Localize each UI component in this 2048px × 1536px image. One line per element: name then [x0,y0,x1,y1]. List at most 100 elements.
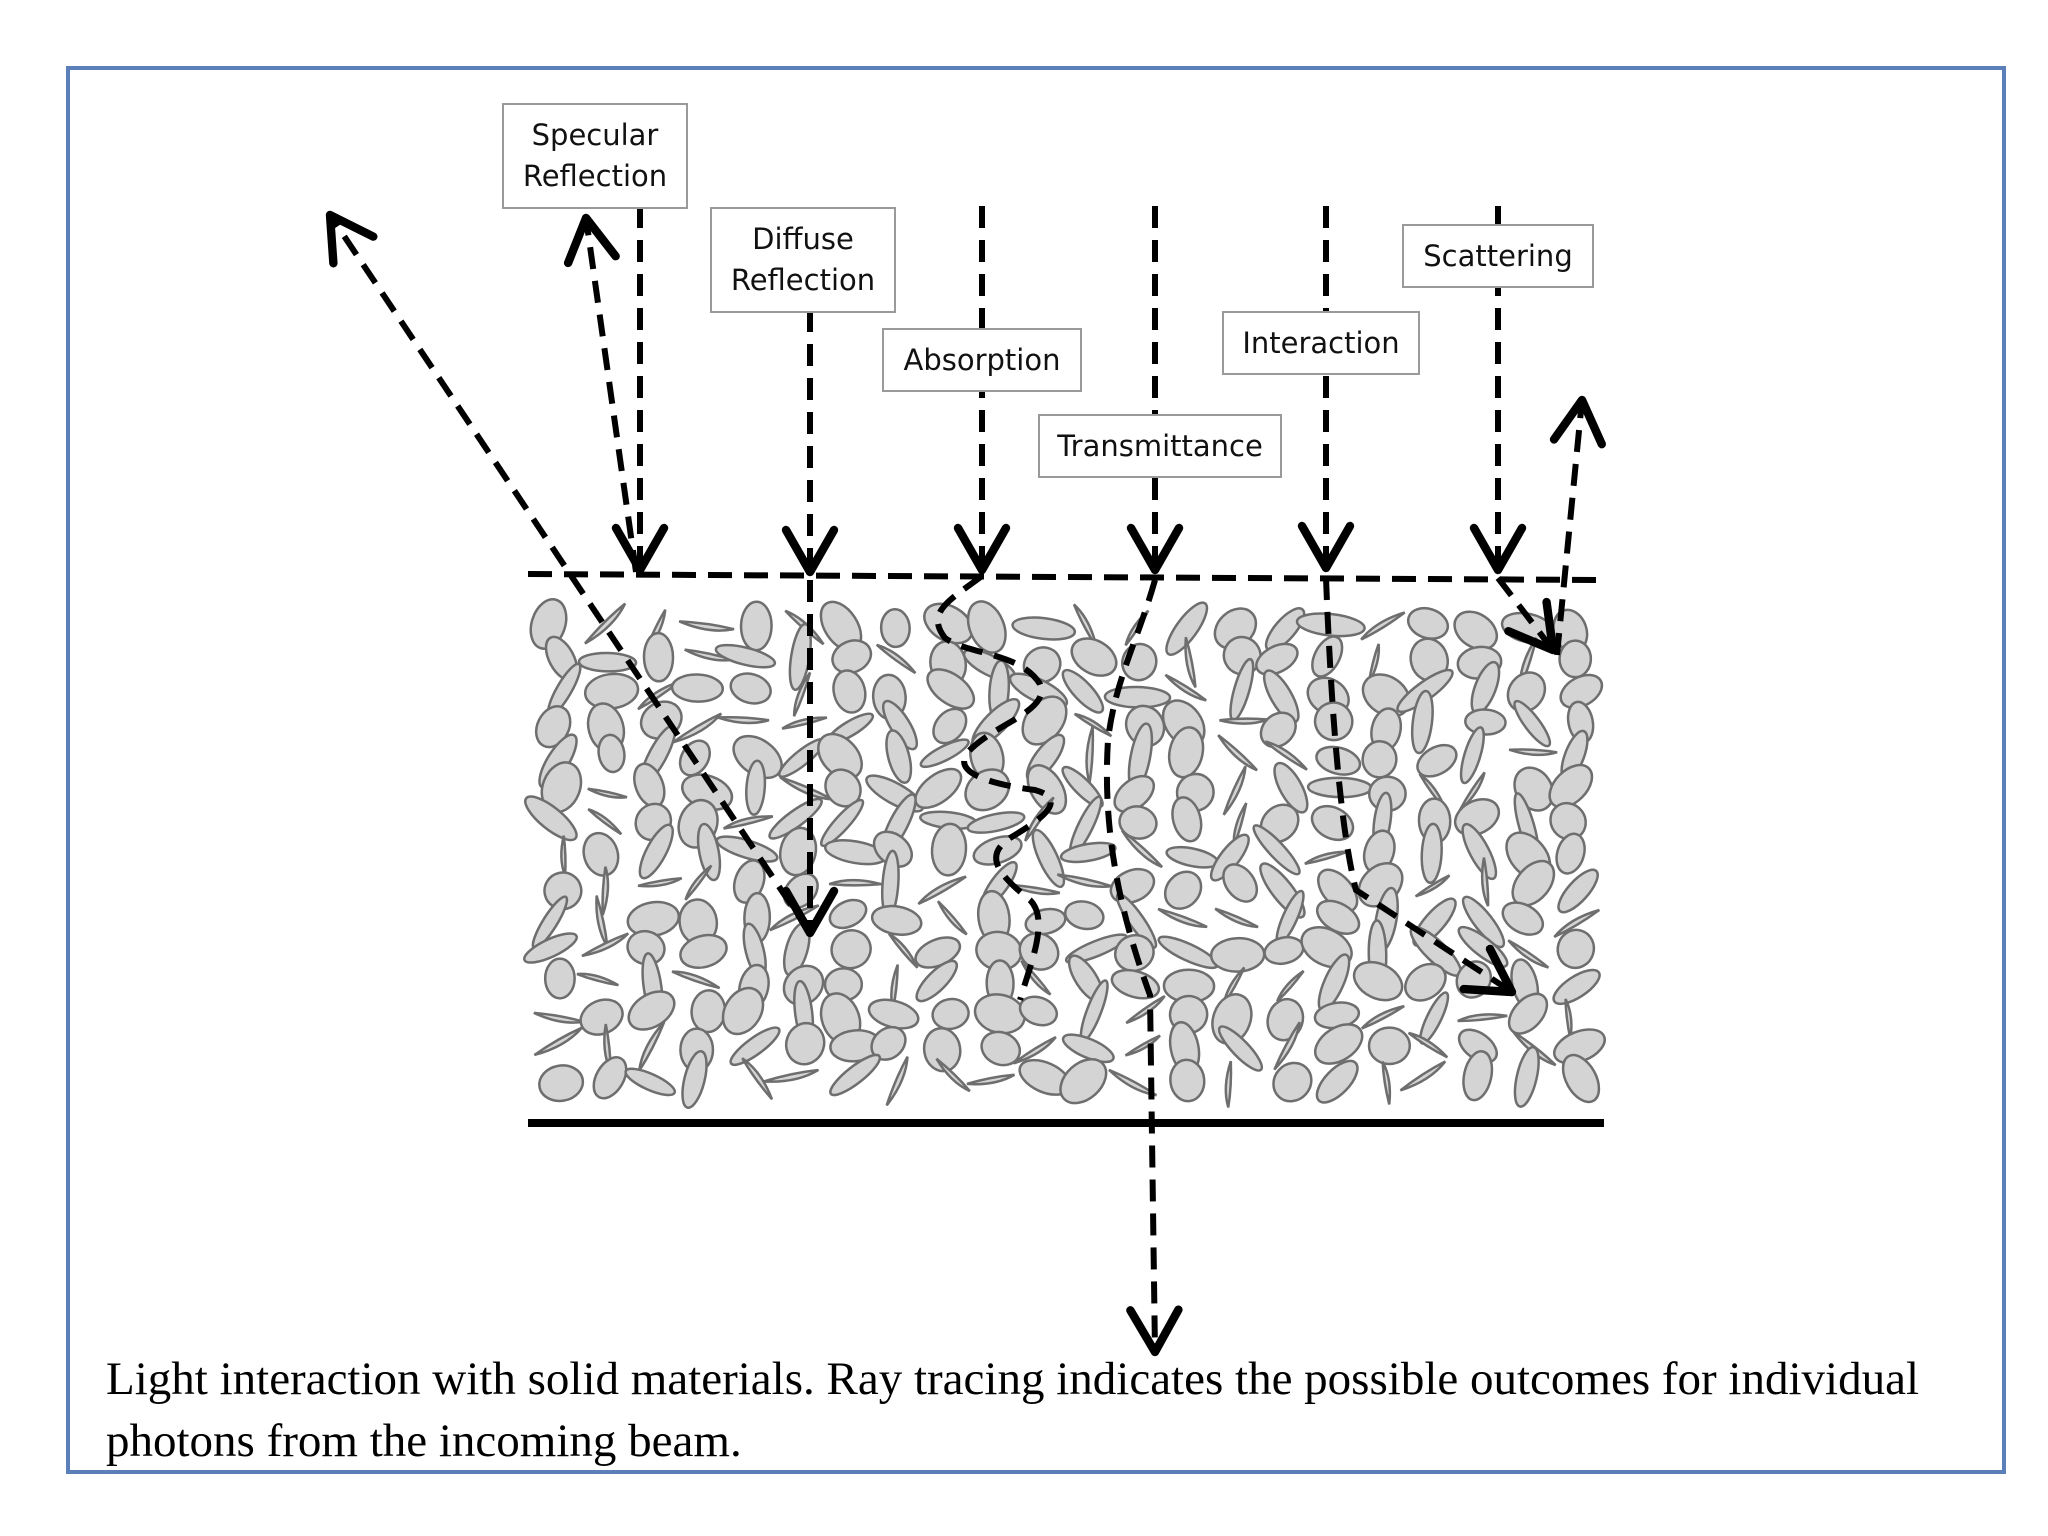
material-particle [684,864,713,901]
material-particle [587,787,628,799]
material-particle [1548,763,1594,809]
material-particle [1561,1053,1601,1104]
material-particle [582,831,620,877]
material-particle [1222,765,1247,816]
material-particle [1164,673,1207,702]
material-particle [832,669,867,714]
material-particle [671,970,721,990]
material-particle [1462,1050,1494,1102]
scattering-ray [1469,206,1606,656]
material-particle [1458,771,1486,812]
material-particle [1070,637,1118,677]
material-particle [1165,601,1209,656]
material-particle [935,1057,971,1093]
material-particle [1157,907,1208,929]
material-particle [637,680,680,711]
material-particle [966,811,1026,834]
figure-caption: Light interaction with solid materials. … [106,1353,1920,1467]
material-particle [1273,761,1309,814]
material-particle [1276,969,1305,1003]
material-particle [626,929,666,966]
material-particle [543,957,576,1000]
material-particle [763,1068,820,1083]
material-particle [829,1053,882,1097]
material-particle [1367,1026,1412,1066]
material-particle [601,866,610,916]
material-particle [1118,805,1158,840]
material-particle [745,759,767,816]
material-particle [1367,643,1381,684]
material-particle [739,600,773,652]
material-particle [1011,616,1077,641]
surface-line [527,571,1603,583]
material-particle [1059,1058,1108,1105]
material-particle [872,830,913,868]
material-particle [926,668,976,710]
material-particle [1024,907,1067,936]
material-particle [1461,822,1498,881]
material-particle [678,620,735,632]
material-particle [885,1056,909,1107]
material-particle [1556,928,1596,970]
material-particle [1414,874,1451,898]
material-particle [966,1073,1016,1086]
material-particle [721,986,765,1036]
material-particle [1501,901,1545,936]
material-particle [1315,1059,1359,1104]
material-particle [1073,712,1113,738]
material-particle [1558,639,1593,679]
material-particle [1381,1061,1392,1105]
material-particle [729,672,772,705]
material-particle [1031,828,1066,889]
material-particle [817,732,863,780]
material-particle [633,762,666,809]
material-particle [681,1050,708,1109]
material-particle [1165,845,1220,869]
material-particle [587,808,623,836]
material-particle [919,738,970,769]
material-particle [870,904,923,936]
interaction-label: Interaction [1222,311,1420,375]
material-particle [524,795,578,842]
material-particle [1272,1061,1313,1103]
material-particle [1553,908,1601,939]
material-particle [1410,689,1434,755]
material-particle [830,929,872,970]
material-particle [1555,832,1586,875]
material-particle [831,639,873,675]
material-particle [1217,734,1258,772]
material-particle [592,1056,628,1100]
material-particle [523,932,578,964]
material-particle [1508,748,1558,757]
material-particle [980,1030,1022,1067]
material-particle [1217,1025,1264,1072]
material-particle [1214,907,1259,929]
material-particle [1108,1068,1158,1097]
wide-reflection-ray [325,210,813,935]
material-particle [932,707,968,745]
material-particle [1360,1004,1405,1030]
material-particle [577,651,638,673]
material-particle [1314,1023,1364,1065]
material-particle [784,1021,826,1066]
material-particle [1124,1034,1161,1057]
material-particle [768,797,823,840]
material-particle [828,878,882,887]
material-particle [1012,1035,1057,1065]
material-particle [828,898,868,930]
material-particle [538,1064,585,1103]
material-particle [1018,995,1059,1027]
material-particle [1224,1060,1233,1108]
transmittance-label: Transmittance [1038,414,1282,478]
material-particle [1564,998,1573,1040]
material-particle [1459,726,1485,785]
material-particle [923,602,974,645]
material-particle [819,798,865,848]
material-particle [1513,699,1552,748]
material-particle [1252,824,1301,876]
material-particle [1507,992,1549,1035]
material-particle [624,1067,677,1097]
material-particle [1420,822,1443,885]
material-particle [1513,1045,1540,1108]
